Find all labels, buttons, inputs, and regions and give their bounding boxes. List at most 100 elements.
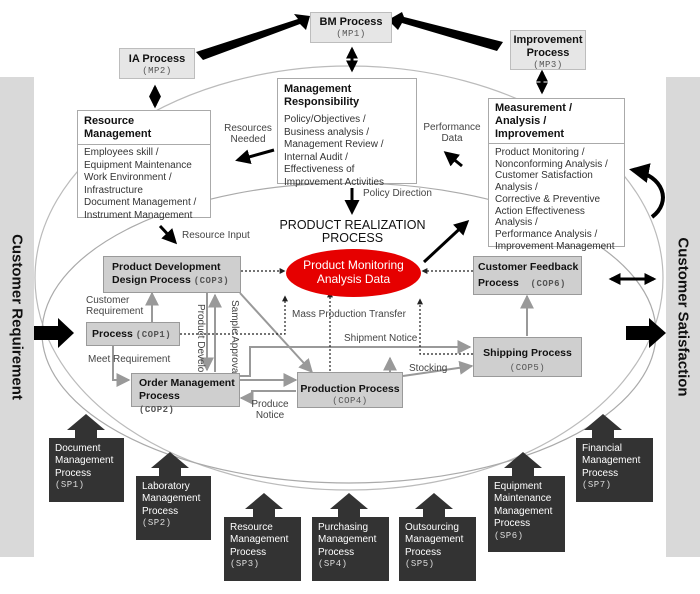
sp6-line: Process [494,518,531,530]
customer-requirement-flow-label: Customer Requirement [86,295,144,317]
sp6-line: Equipment [494,481,542,492]
sp1-document-management-box[interactable]: Document Management Process (SP1) [49,438,124,502]
sp6-line: Maintenance [494,493,552,505]
sp4-line: Process [318,546,355,558]
sp3-resource-management-box[interactable]: Resource Management Process (SP3) [224,517,301,581]
sp4-line: Management [318,534,377,546]
cop5-shipping-process-box[interactable]: Shipping Process (COP5) [473,337,582,377]
sample-approval-label: Sample Approval [229,300,240,376]
cop6-title-line2-text: Process [478,277,519,289]
arrow-monitoring-to-measurement [422,219,470,264]
sp1-line: Document [55,443,101,454]
product-monitoring-analysis-data[interactable]: Product Monitoring Analysis Data [286,249,421,297]
flow-shipment-notice [240,340,472,377]
sp2-code: (SP2) [142,518,172,529]
sp6-code: (SP6) [494,530,524,541]
measurement-analysis-box[interactable]: Measurement / Analysis / Improvement Pro… [488,98,625,252]
mgmt-item: Management Review / [284,139,384,151]
cop6-title-line2: Process (COP6) [478,277,581,291]
up-arrow-sp1 [67,414,105,438]
cop6-code: (COP6) [530,279,566,289]
shipment-notice-label: Shipment Notice [344,333,418,344]
ia-process-title: IA Process [128,53,186,65]
performance-data-label: Performance Data [423,122,481,144]
up-arrow-sp6 [504,452,542,476]
bm-process-title: BM Process [319,16,383,28]
support-up-arrows [67,414,622,517]
cop3-code: (COP3) [193,276,230,286]
sp7-financial-management-box[interactable]: Financial Management Process (SP7) [576,438,653,502]
customer-requirement-label: Customer Requirement [8,234,26,400]
resource-input-label: Resource Input [182,230,250,241]
mgmt-item: Business analysis / [284,126,370,138]
arrow-ia-to-bm [196,14,310,60]
measurement-item: Analysis / [495,182,538,194]
cop1-process-box[interactable]: Process (COP1) [86,322,180,346]
resource-item: Employees skill / [84,147,159,158]
bm-process-code: (MP1) [336,29,366,39]
measurement-analysis-items: Product Monitoring / Nonconforming Analy… [489,144,624,254]
cop2-code: (COP2) [139,405,175,415]
bm-process-box[interactable]: BM Process (MP1) [310,12,392,43]
produce-notice-label: Produce Notice [251,399,289,421]
sp4-line: Purchasing [318,522,369,533]
sp4-purchasing-management-box[interactable]: Purchasing Management Process (SP4) [312,517,389,581]
cop4-production-process-box[interactable]: Production Process (COP4) [297,372,403,408]
sp5-outsourcing-management-box[interactable]: Outsourcing Management Process (SP5) [399,517,476,581]
improvement-process-code: (MP3) [533,60,563,70]
cop2-title-line2: Process (COP2) [139,390,239,417]
resource-item: Document Management / [84,197,197,209]
sp6-equipment-maintenance-box[interactable]: Equipment Maintenance Management Process… [488,476,565,552]
management-responsibility-box[interactable]: Management Responsibility Policy/Objecti… [277,78,417,188]
cop1-title: Process (COP1) [92,328,179,342]
arrow-improvement-to-bm [388,12,503,51]
sp5-code: (SP5) [405,559,435,570]
management-responsibility-title: Management Responsibility [284,83,360,108]
cop4-code: (COP4) [332,396,368,406]
ia-process-box[interactable]: IA Process (MP2) [119,48,195,79]
sp3-line: Process [230,546,267,558]
sp6-line: Management [494,505,553,517]
cop2-title-line1: Order Management [139,377,235,389]
up-arrow-sp4 [330,493,368,517]
sp3-code: (SP3) [230,559,260,570]
sp2-laboratory-management-box[interactable]: Laboratory Management Process (SP2) [136,476,211,540]
improvement-process-box[interactable]: Improvement Process (MP3) [510,30,586,70]
realization-line2: PROCESS [321,231,384,245]
sp2-line: Laboratory [142,481,190,492]
customer-satisfaction-bar: Customer Satisfaction [666,77,700,557]
cop3-title-line1: Product Development [112,261,221,273]
cop3-product-development-box[interactable]: Product Development Design Process (COP3… [103,256,241,293]
up-arrow-sp5 [415,493,453,517]
cop5-code: (COP5) [509,363,546,373]
measurement-analysis-title: Measurement / Analysis / Improvement [489,99,624,144]
cop6-customer-feedback-box[interactable]: Customer Feedback Process (COP6) [473,256,582,295]
cop2-order-management-box[interactable]: Order Management Process (COP2) [131,373,240,415]
measurement-item: Performance Analysis / [495,228,598,240]
sp7-line: Process [582,467,619,479]
arrow-performance-data [443,151,463,168]
monitoring-line2: Analysis Data [316,271,391,286]
cop2-title-line2-text: Process [139,390,180,402]
customer-requirement-bar: Customer Requirement [0,77,34,557]
improvement-process-title: Improvement Process [513,34,583,59]
sp2-line: Process [142,505,179,517]
mgmt-item: Improvement Activities [284,176,385,188]
cop1-title-text: Process [92,328,133,340]
arrow-resources-needed [235,148,275,165]
resource-management-box[interactable]: Resource Management Employees skill / Eq… [77,110,211,221]
realization-line1: PRODUCT REALIZATION [279,218,426,232]
measurement-item: Action Effectiveness [495,205,585,217]
sp1-line: Management [55,455,114,467]
ia-process-code: (MP2) [142,66,172,76]
sp3-line: Management [230,534,289,546]
customer-satisfaction-label: Customer Satisfaction [674,237,692,397]
cop6-title-line1: Customer Feedback [478,261,579,273]
resource-item: Work Environment / [84,172,172,184]
measurement-title-line1: Measurement / Analysis / [495,102,573,127]
policy-direction-label: Policy Direction [363,188,432,199]
arrow-customer-requirement-in [34,318,74,348]
cop4-title: Production Process [300,383,400,395]
resource-item: Infrastructure [84,184,143,196]
